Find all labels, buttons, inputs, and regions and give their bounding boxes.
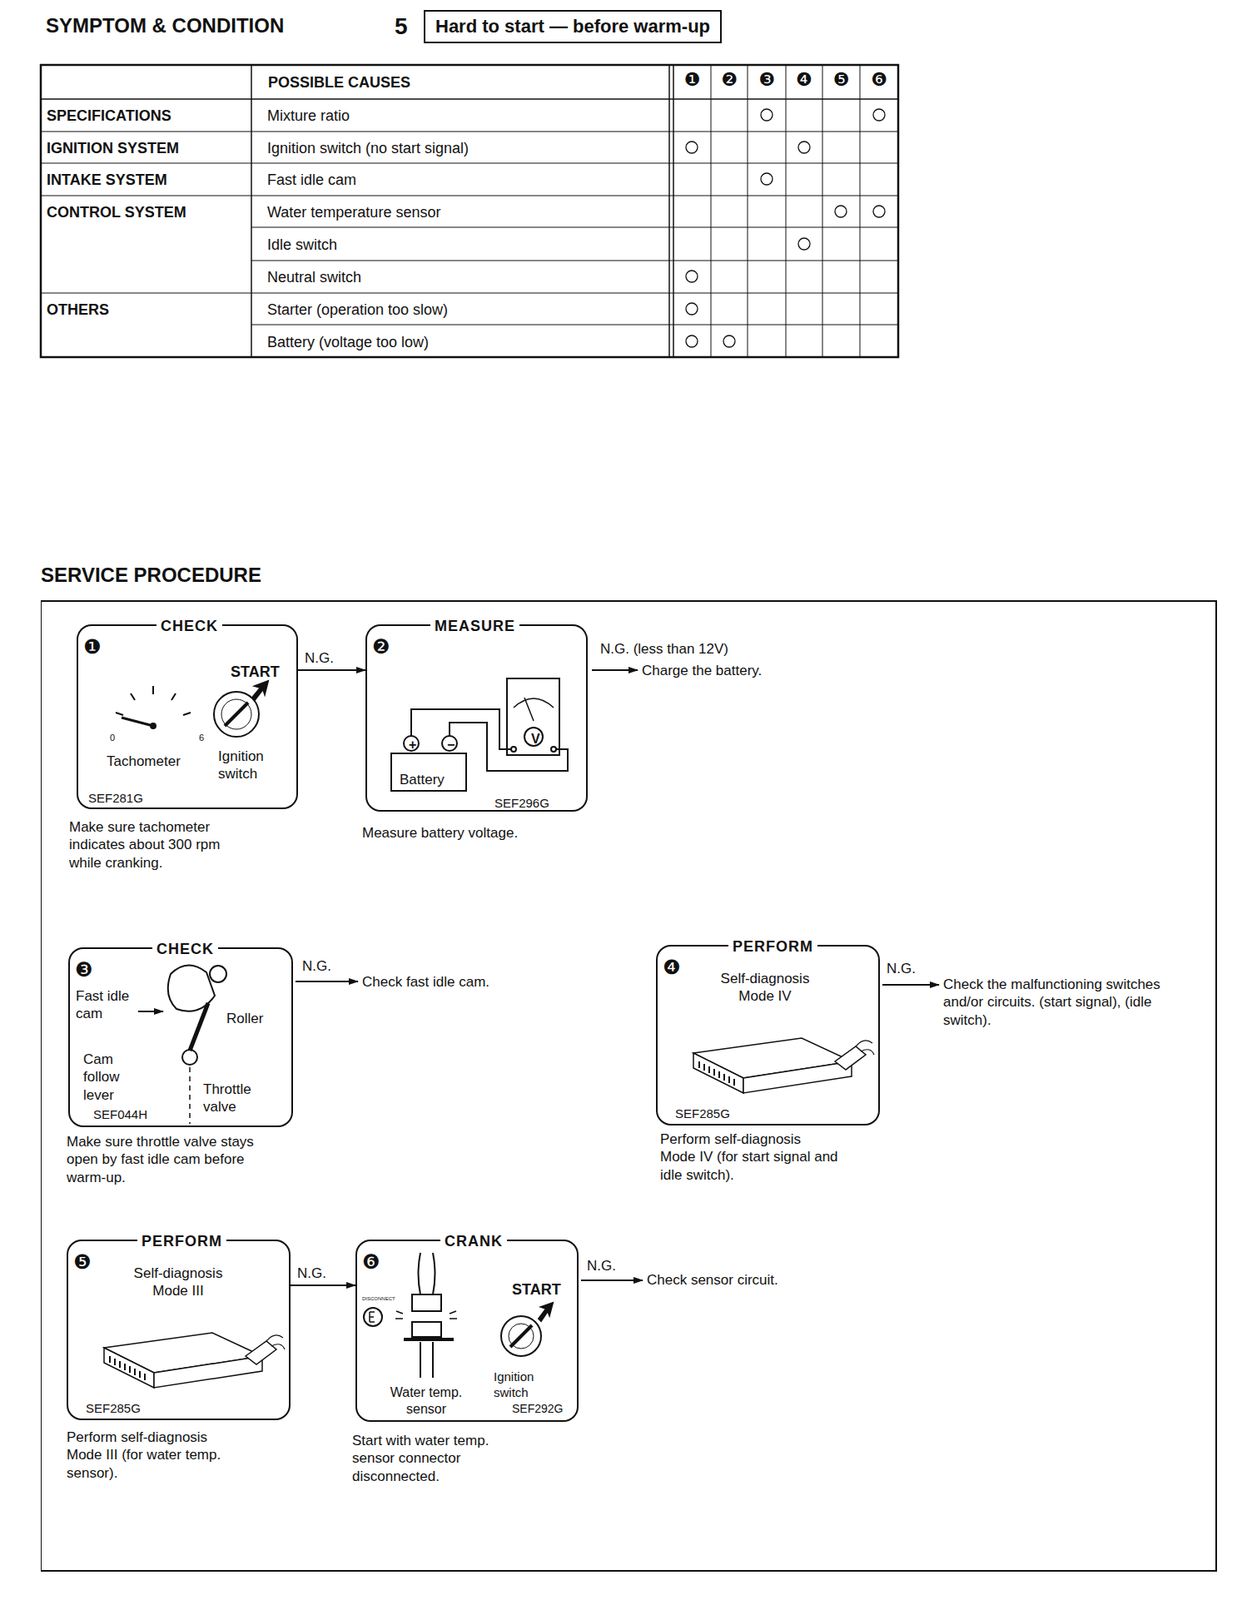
procedure-note: Make sure tachometer indicates about 300… — [69, 818, 253, 872]
procedure-note: Measure battery voltage. — [362, 824, 579, 842]
control-unit-drawing — [693, 1038, 875, 1094]
step-text: Cam follow lever — [83, 1050, 135, 1104]
table-cell: ❺ — [822, 68, 860, 92]
step-number: ❸ — [74, 957, 94, 983]
step-number: ❻ — [362, 1249, 381, 1275]
step-text: Fast idle cam — [75, 987, 150, 1024]
procedure-note: N.G. — [886, 959, 916, 978]
step-box: ❶CHECKSTART06TachometerIgnition switchSE… — [76, 624, 299, 810]
step-text: 6 — [198, 732, 204, 745]
step-text: SEF285G — [675, 1106, 731, 1123]
section-heading: SERVICE PROCEDURE — [40, 562, 262, 588]
table-cell: ❹ — [785, 68, 823, 92]
step-heading: CRANK — [440, 1232, 507, 1252]
table-cell: Battery (voltage too low) — [267, 332, 429, 353]
procedure-note: Charge the battery. — [641, 661, 762, 680]
ignition-switch-drawing — [213, 680, 269, 737]
procedure-note: N.G. — [302, 957, 332, 975]
step-heading: CHECK — [152, 939, 219, 959]
step-text: Battery — [399, 770, 445, 789]
step-box: ❻CRANKSTARTDISCONNECTWater temp. sensorI… — [355, 1239, 579, 1422]
edge-label: N.G. — [304, 649, 334, 667]
title: SYMPTOM & CONDITION — [45, 13, 284, 39]
cause-table — [40, 64, 899, 358]
ng-arrow — [298, 669, 366, 671]
step-text: + — [408, 736, 417, 754]
procedure-note: Check the malfunctioning switches and/or… — [943, 975, 1168, 1029]
table-cell: SPECIFICATIONS — [46, 106, 172, 126]
table-cell: IGNITION SYSTEM — [46, 139, 179, 159]
table-cell: OTHERS — [46, 300, 110, 320]
sensor-connector-drawing — [363, 1252, 553, 1378]
table-cell: Neutral switch — [267, 268, 362, 288]
step-box: ❸CHECKFast idle camRollerCam follow leve… — [68, 947, 294, 1128]
step-text: Ignition switch — [218, 747, 285, 784]
procedure-note: Make sure throttle valve stays open by f… — [66, 1132, 288, 1187]
step-heading: PERFORM — [137, 1232, 227, 1252]
step-text: Roller — [226, 1009, 264, 1028]
table-cell: CONTROL SYSTEM — [46, 203, 187, 223]
procedure-note: Start with water temp. sensor connector … — [352, 1431, 507, 1486]
procedure-note: Check fast idle cam. — [362, 973, 490, 991]
step-box: ❹PERFORMSelf-diagnosis Mode IVSEF285G — [655, 944, 880, 1126]
table-cell: Mixture ratio — [267, 106, 350, 126]
table-cell: Idle switch — [267, 235, 338, 255]
procedure-note: Perform self-diagnosis Mode IV (for star… — [660, 1130, 840, 1184]
step-text: Self-diagnosis Mode III — [121, 1264, 235, 1301]
step-text: SEF296G — [494, 795, 550, 812]
table-cell: Ignition switch (no start signal) — [267, 139, 469, 159]
step-box: ❷MEASURE+−VBatterySEF296G — [365, 624, 588, 812]
control-unit-drawing — [104, 1332, 285, 1388]
step-text: SEF044H — [93, 1107, 148, 1123]
tachometer-drawing — [115, 685, 191, 729]
condition-number: 5 — [394, 11, 408, 41]
step-text: SEF285G — [85, 1401, 141, 1417]
step-text: 0 — [109, 732, 115, 745]
table-marks — [685, 109, 885, 348]
procedure-note: Check sensor circuit. — [646, 1271, 779, 1289]
condition-box: Hard to start — before warm-up — [423, 9, 722, 44]
procedure-note: N.G. — [586, 1256, 617, 1275]
step-text: START — [511, 1280, 562, 1300]
step-box: ❺PERFORMSelf-diagnosis Mode IIISEF285G — [66, 1239, 291, 1421]
table-cell: ❷ — [710, 68, 748, 92]
table-cell: Fast idle cam — [267, 170, 357, 190]
procedure-note: N.G. (less than 12V) — [600, 640, 729, 658]
step-heading: CHECK — [156, 616, 223, 636]
battery-voltmeter-drawing — [391, 678, 568, 791]
table-cell: Starter (operation too slow) — [267, 300, 448, 320]
step-text: Throttle valve — [203, 1080, 279, 1117]
step-number: ❶ — [83, 634, 102, 660]
result-arrows — [295, 670, 939, 1281]
step-text: SEF292G — [511, 1401, 563, 1417]
table-cell: POSSIBLE CAUSES — [268, 73, 411, 93]
table-cell: ❶ — [673, 68, 711, 92]
step-heading: PERFORM — [728, 937, 818, 957]
step-text: DISCONNECT — [362, 1296, 396, 1303]
ng-arrow — [290, 1284, 356, 1287]
edge-label: N.G. — [297, 1264, 327, 1282]
step-heading: MEASURE — [430, 616, 520, 636]
table-cell: ❸ — [747, 68, 786, 92]
step-number: ❷ — [372, 634, 391, 660]
procedure-frame: SERVICE PROCEDURE ❶ CHECK START 0 6Tachometer… — [40, 562, 1218, 1572]
step-text: Water temp. sensor — [384, 1384, 468, 1418]
step-text: SEF281G — [88, 790, 144, 807]
condition-text: Hard to start — before warm-up — [435, 15, 711, 38]
step-text: V — [531, 730, 541, 748]
table-cell: ❻ — [859, 68, 899, 92]
step-number: ❺ — [73, 1249, 92, 1275]
step-text: Ignition switch — [493, 1369, 557, 1402]
step-text: Self-diagnosis Mode IV — [710, 969, 820, 1006]
procedure-note: Perform self-diagnosis Mode III (for wat… — [66, 1428, 246, 1482]
table-cell: INTAKE SYSTEM — [46, 170, 168, 190]
step-text: Tachometer — [106, 752, 181, 771]
step-text: START — [230, 662, 280, 682]
table-cell: Water temperature sensor — [267, 203, 441, 223]
step-number: ❹ — [662, 954, 681, 980]
step-text: − — [447, 736, 455, 754]
